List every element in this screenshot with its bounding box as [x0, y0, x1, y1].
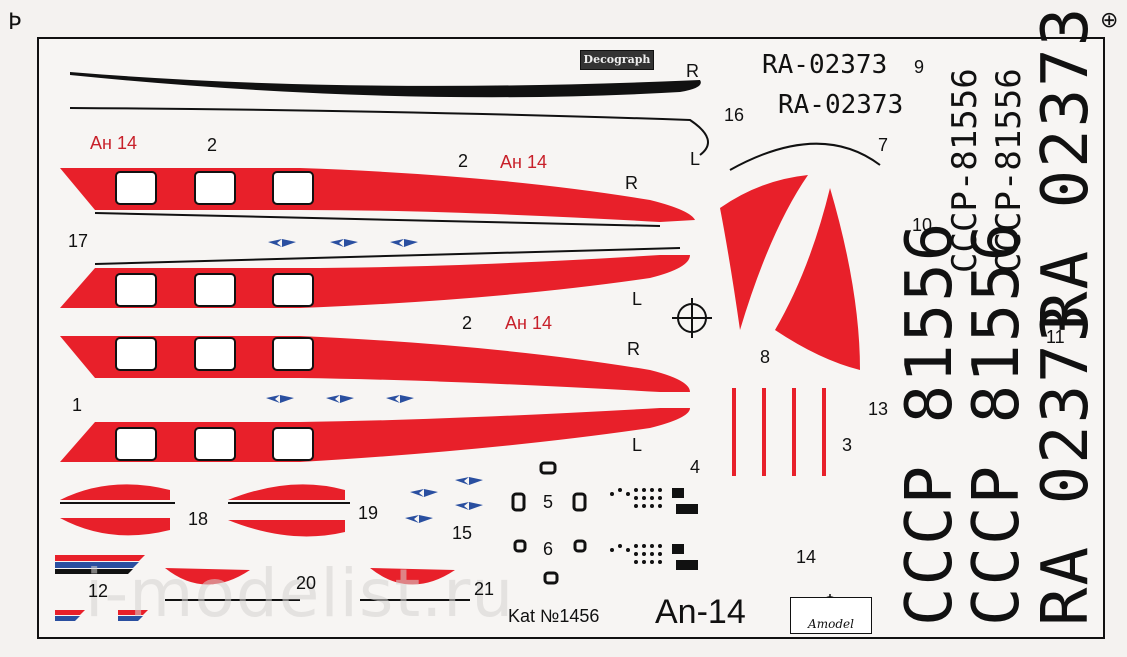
aeroflot-emblem-group-lower: [266, 395, 483, 523]
decal-number-18: 18: [188, 509, 209, 529]
decal-number-4: 4: [690, 457, 701, 477]
decal-number-19: 19: [358, 503, 379, 523]
watermark: i-modelist.ru: [85, 555, 515, 632]
decal-number-14: 14: [796, 547, 817, 567]
side-letter-r-2: R: [625, 173, 638, 193]
fin-red-right: [775, 188, 860, 370]
fuselage-band-r-bottom: [60, 336, 690, 392]
model-name: An-14: [655, 593, 746, 631]
wing-mark-3: Ан 14: [505, 313, 552, 333]
stripe-3a: [732, 388, 736, 476]
decograph-brand-label: Decograph: [580, 50, 654, 70]
decal-number-2c: 2: [462, 313, 473, 333]
side-letter-l-1: L: [690, 149, 701, 169]
decal-number-21: 21: [474, 579, 495, 599]
fairing-19a: [228, 484, 345, 500]
amodel-logo: Amodel: [790, 597, 872, 634]
fairing-18a: [60, 484, 170, 500]
fairing-20: [165, 568, 250, 585]
cheatline-7: [729, 142, 881, 171]
fin-red-left: [720, 175, 808, 330]
amodel-logo-text: Amodel: [808, 617, 854, 631]
reg-big-vertical-2: СССР 81556: [960, 220, 1034, 626]
fuselage-band-r-top: [60, 168, 695, 227]
fairing-21: [370, 568, 455, 585]
stripe-3d: [822, 388, 826, 476]
side-letter-r-3: R: [627, 339, 640, 359]
decal-number-11: 11: [1046, 327, 1065, 347]
decal-number-2b: 2: [458, 151, 469, 171]
catalog-number: Kat №1456: [508, 606, 600, 626]
instrument-decals: [511, 461, 587, 585]
decal-number-8: 8: [760, 347, 771, 367]
decal-number-5: 5: [543, 492, 554, 512]
stripe-3b: [762, 388, 766, 476]
reg-big-vertical-1: СССР 81556: [893, 220, 967, 626]
decal-number-15: 15: [452, 523, 473, 543]
side-letter-l-2: L: [632, 289, 643, 309]
side-letter-r-1: R: [686, 61, 699, 81]
corner-mark-left-icon: Þ: [8, 10, 22, 35]
cheatline-16-lower: [69, 107, 709, 156]
reg-big-vertical-4: RA 02373: [1029, 5, 1103, 330]
decal-number-1: 1: [72, 395, 83, 415]
aeroflot-emblem-group-upper: [268, 239, 418, 247]
decal-number-12: 12: [88, 581, 109, 601]
cheatline-16-upper: [70, 72, 701, 98]
decal-number-9: 9: [914, 57, 925, 77]
fuselage-band-l-bottom: [60, 408, 690, 462]
corner-mark-right-icon: ⊕: [1100, 8, 1119, 33]
decal-number-6: 6: [543, 539, 554, 559]
decal-number-16: 16: [724, 105, 745, 125]
fairing-18b: [60, 518, 170, 536]
decal-number-2a: 2: [207, 135, 218, 155]
wing-mark-1: Ан 14: [90, 133, 137, 153]
flag-strips-12: [55, 555, 148, 621]
reg-small-2: RA-02373: [778, 90, 904, 120]
decal-number-17: 17: [68, 231, 89, 251]
decal-number-20: 20: [296, 573, 317, 593]
reg-small-1: RA-02373: [762, 50, 888, 80]
decal-number-13: 13: [868, 399, 889, 419]
decal-number-3: 3: [842, 435, 853, 455]
crosshair-icon: [672, 298, 712, 338]
stripe-3c: [792, 388, 796, 476]
fuselage-band-l-top: [60, 247, 690, 308]
placard-dots: [610, 488, 698, 570]
side-letter-l-3: L: [632, 435, 643, 455]
wing-mark-2: Ан 14: [500, 152, 547, 172]
decal-number-7: 7: [878, 135, 889, 155]
decal-number-10: 10: [912, 215, 933, 235]
fairing-19b: [228, 520, 345, 537]
reg-big-vertical-3: RA 02373: [1029, 301, 1103, 626]
